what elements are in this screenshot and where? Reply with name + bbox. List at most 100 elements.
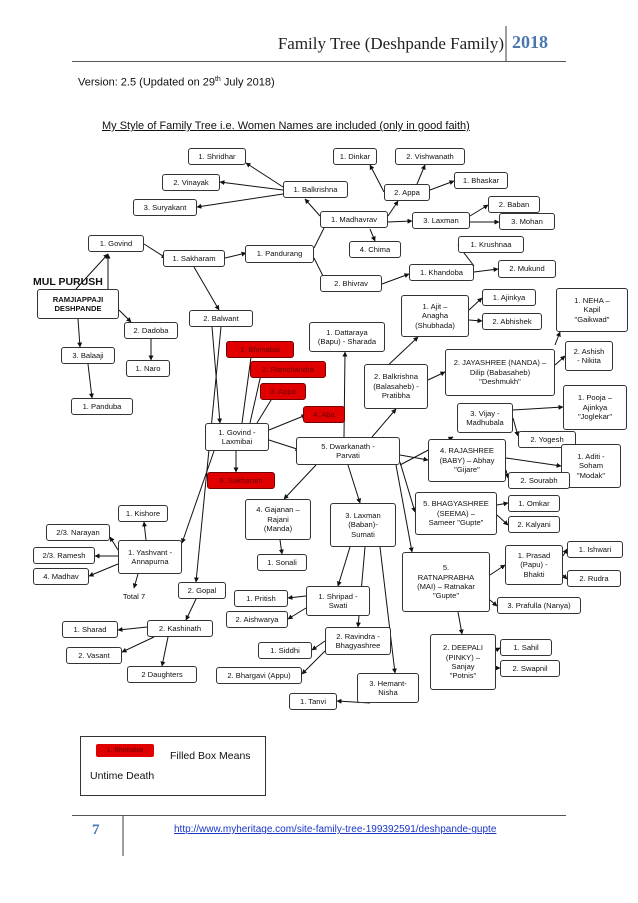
person-node-chima: 4. Chima [349, 241, 401, 258]
edge-dwarkanath-rajashree [399, 454, 429, 462]
edge-appa-bhaskar [429, 180, 455, 191]
person-node-daughters: 2 Daughters [127, 666, 197, 683]
person-node-baban: 2. Baban [488, 196, 540, 213]
person-node-sahil: 1. Sahil [500, 639, 552, 656]
person-node-ramchandra: 2. Ramchandra [250, 361, 326, 378]
edge-madhavrav-appa [387, 200, 399, 217]
person-node-laxman1: 3. Laxman [412, 212, 470, 229]
person-node-pandurang: 1. Pandurang [245, 245, 314, 263]
person-node-mukund: 2. Mukund [498, 260, 556, 278]
edge-laxman2-shripad [336, 546, 351, 587]
person-node-panduba: 1. Panduba [71, 398, 133, 415]
edge-ramji-balaaji [77, 318, 83, 348]
person-node-omkar: 1. Omkar [508, 495, 560, 512]
edge-dwarkanath-dattaraya [342, 351, 348, 438]
person-node-bhivrav: 2. Bhivrav [320, 275, 382, 292]
edge-dwarkanath-laxman2 [347, 464, 362, 504]
edge-bhivrav-khandoba [381, 273, 410, 285]
person-node-tanvi: 1. Tanvi [289, 693, 337, 710]
edge-dwarkanath-ratnaprabha [395, 464, 414, 553]
person-node-ajit: 1. Ajit – Anagha (Shubhada) [401, 295, 469, 337]
version-prefix: Version: 2.5 (Updated on 29 [78, 76, 215, 89]
edge-prasad-ishwari [562, 548, 568, 557]
edge-gajanan-sonali [278, 539, 284, 555]
person-node-ramjiappaji: RAMJIAPPAJI DESHPANDE [37, 289, 119, 319]
person-node-shridhar: 1. Shridhar [188, 148, 246, 165]
document-year: 2018 [512, 32, 548, 52]
person-node-bhagyashree: 5. BHAGYASHREE (SEEMA) – Sameer "Gupte" [415, 492, 497, 535]
edge-bhagyashree-kalyani [496, 514, 509, 526]
edge-govind2-aba [268, 414, 307, 431]
footer-divider [122, 816, 124, 856]
legend-text-line1: Filled Box Means [170, 750, 251, 762]
edge-dwarkanath-bhagyashree [399, 461, 417, 513]
edge-khandoba-mukund [473, 267, 499, 273]
edge-govind-sakharam [143, 243, 167, 259]
header-divider [505, 26, 507, 62]
edge-appa-dinkar [369, 164, 385, 193]
edge-balaaji-panduba [87, 363, 94, 399]
person-node-jayashree: 2. JAYASHREE (NANDA) – Dilip (Babasaheb)… [445, 349, 555, 396]
edge-ratnaprabha-prafulla [489, 599, 498, 607]
edge-ramji-govind [75, 253, 109, 290]
person-node-ravindra: 2. Ravindra - Bhagyashree [325, 627, 391, 655]
person-node-khandoba: 1. Khandoba [409, 264, 474, 281]
person-node-bhargavi: 2. Bhargavi (Appu) [216, 667, 302, 684]
edge-sakharam-pandurang [224, 251, 247, 259]
edge-balkrishna-suryakant [196, 193, 284, 209]
person-node-gopal: 2. Gopal [178, 582, 226, 599]
person-node-ajinkya1: 1. Ajinkya [482, 289, 536, 306]
person-node-sharad: 1. Sharad [62, 621, 118, 638]
person-node-sakharam2: 6. Sakharam [207, 472, 275, 489]
person-node-narayan: 2/3. Narayan [46, 524, 110, 541]
person-node-sonali: 1. Sonali [257, 554, 307, 571]
person-node-dinkar: 1. Dinkar [333, 148, 377, 165]
mul-purush-label: MUL PURUSH [33, 276, 103, 288]
version-superscript: th [214, 76, 221, 83]
person-node-kalyani: 2. Kalyani [508, 516, 560, 533]
edge-madhavrav-balkrishna [304, 198, 321, 217]
person-node-madhavrav: 1. Madhavrav [320, 211, 388, 228]
edge-kashinath-daughters [160, 636, 169, 667]
person-node-vishwanath: 2. Vishwanath [395, 148, 465, 165]
person-node-ishwari: 1. Ishwari [567, 541, 623, 558]
person-node-shripad: 1. Shripad - Swati [306, 586, 370, 616]
version-suffix: July 2018) [220, 76, 275, 89]
person-node-aba: 4. Aba [303, 406, 345, 423]
person-node-hemant: 3. Hemant- Nisha [357, 673, 419, 703]
person-node-govind2: 1. Govind - Laxmibai [205, 423, 269, 451]
person-node-govind1: 1. Govind [88, 235, 144, 252]
person-node-balaaji: 3. Balaaji [61, 347, 115, 364]
person-node-yashvant: 1. Yashvant - Annapurna [118, 540, 182, 574]
edge-ajit-ajinkya [468, 297, 483, 311]
edge-ratnaprabha-deepali [457, 611, 464, 635]
person-node-bhaskar: 1. Bhaskar [454, 172, 508, 189]
edge-govind2-yashvant [181, 450, 215, 544]
edge-kashinath-vasant [121, 636, 155, 653]
page-number: 7 [92, 822, 100, 838]
person-node-balkrishna1: 1. Balkrishna [283, 181, 348, 198]
edge-sakharam-balwant [193, 266, 220, 311]
person-node-gajanan: 4. Gajanan – Rajani (Manda) [245, 499, 311, 540]
person-node-naro: 1. Naro [126, 360, 170, 377]
legend-box [80, 736, 266, 796]
person-node-pooja: 1. Pooja – Ajinkya "Joglekar" [563, 385, 627, 430]
footer-link[interactable]: http://www.myheritage.com/site-family-tr… [174, 824, 497, 835]
person-node-dattaraya: 1. Dattaraya (Bapu) - Sharada [309, 322, 385, 352]
edge-balkrishna-vinayak [219, 180, 284, 191]
edge-vijay-pooja [512, 404, 564, 411]
edge-kashinath-sharad [117, 626, 148, 633]
edge-ramji-dadoba [118, 309, 132, 323]
person-node-prafulla: 3. Prafulla (Nanya) [497, 597, 581, 614]
person-node-krushnaa: 1. Krushnaa [458, 236, 524, 253]
person-node-dadoba: 2. Dadoba [124, 322, 178, 339]
edge-laxman2-hemant [379, 546, 397, 674]
document-title: Family Tree (Deshpande Family) [277, 34, 504, 53]
legend-text-line2: Untime Death [90, 770, 155, 782]
person-node-dwarkanath: 5. Dwarkanath - Parvati [296, 437, 400, 465]
edge-ravindra-siddhi [311, 640, 326, 651]
edge-ratnaprabha-prasad [489, 564, 506, 576]
person-node-bhimabai: 1. Bhimabai [226, 341, 294, 358]
legend-swatch: 1. Bhimabai [96, 744, 154, 757]
